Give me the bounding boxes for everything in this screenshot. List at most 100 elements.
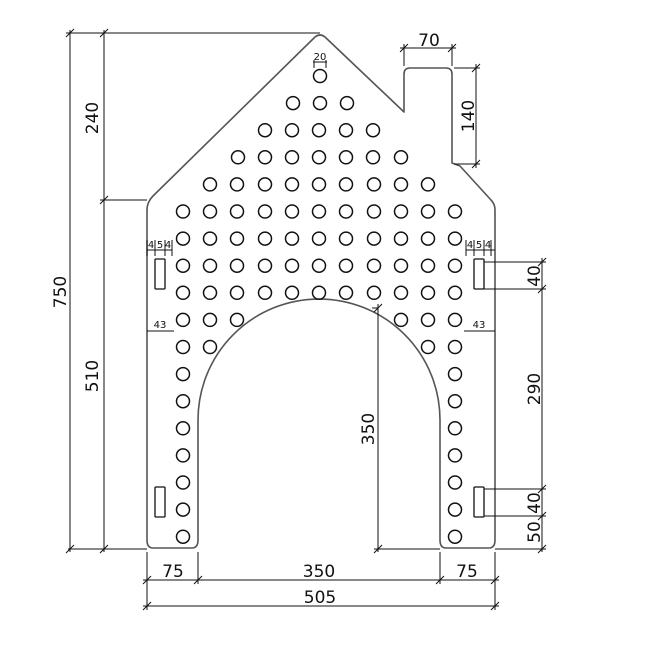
hole-grid xyxy=(175,68,463,544)
hole xyxy=(447,448,463,463)
hole xyxy=(393,285,409,301)
hole xyxy=(365,150,381,165)
hole xyxy=(393,150,409,165)
dim-slot-offset-right-b: 4 xyxy=(485,240,491,251)
hole xyxy=(257,204,273,219)
hole xyxy=(257,258,273,273)
dim-slot-spacing: 290 xyxy=(525,373,545,405)
hole xyxy=(285,95,301,111)
hole xyxy=(366,258,382,273)
hole xyxy=(366,204,382,219)
hole xyxy=(339,95,355,111)
hole xyxy=(420,231,436,246)
hole xyxy=(447,502,463,517)
hole xyxy=(447,258,463,273)
dim-top-hole-line xyxy=(313,60,327,68)
hole xyxy=(229,285,245,301)
hole xyxy=(366,231,382,246)
dim-slot-chain-line xyxy=(484,257,547,554)
hole xyxy=(257,285,273,301)
hole xyxy=(312,95,328,111)
slot-left-top xyxy=(154,258,166,290)
hole xyxy=(175,285,191,301)
hole xyxy=(257,122,273,138)
hole xyxy=(311,204,327,219)
panel-outline xyxy=(146,34,496,549)
hole xyxy=(257,150,273,165)
hole xyxy=(311,177,327,192)
dim-right-leg: 75 xyxy=(456,562,478,582)
hole xyxy=(338,150,354,165)
hole xyxy=(257,231,273,246)
hole xyxy=(447,231,463,246)
hole xyxy=(393,177,409,192)
hole xyxy=(447,312,463,328)
dim-slot-offset-left-line xyxy=(146,240,174,332)
dim-slot-gap-top: 40 xyxy=(525,265,545,287)
dim-arch-width: 350 xyxy=(303,562,335,582)
hole xyxy=(202,339,218,355)
hole xyxy=(175,502,191,517)
dim-total-height: 750 xyxy=(51,276,71,308)
hole xyxy=(229,177,245,192)
dim-slot-width-right: 5 xyxy=(476,240,482,251)
hole xyxy=(175,529,191,544)
hole xyxy=(284,231,300,246)
hole xyxy=(393,204,409,219)
hole xyxy=(311,258,327,273)
hole xyxy=(175,421,191,436)
hole xyxy=(284,204,300,219)
hole xyxy=(175,448,191,463)
hole xyxy=(229,231,245,246)
hole xyxy=(420,177,436,192)
hole xyxy=(175,312,191,328)
hole xyxy=(202,258,218,273)
hole xyxy=(202,231,218,246)
hole xyxy=(447,204,463,219)
hole xyxy=(229,312,245,328)
dim-total-width: 505 xyxy=(304,588,336,608)
hole xyxy=(311,285,327,301)
dim-chimney-width: 70 xyxy=(418,31,440,51)
dim-edge-offset-left: 43 xyxy=(154,320,167,331)
hole xyxy=(338,122,354,138)
hole xyxy=(420,258,436,273)
hole xyxy=(393,258,409,273)
dim-wall-height: 510 xyxy=(83,360,103,392)
dim-width-chain-line xyxy=(142,552,500,611)
hole xyxy=(175,393,191,409)
hole xyxy=(202,204,218,219)
hole xyxy=(175,475,191,490)
dim-top-hole: 20 xyxy=(314,52,327,63)
hole xyxy=(393,312,409,328)
dim-arch-height: 350 xyxy=(359,413,379,445)
hole xyxy=(284,122,300,138)
hole xyxy=(284,285,300,301)
hole xyxy=(175,339,191,355)
hole xyxy=(447,421,463,436)
hole xyxy=(447,475,463,490)
hole xyxy=(284,150,300,165)
hole xyxy=(338,258,354,273)
hole xyxy=(420,312,436,328)
hole xyxy=(447,339,463,355)
dim-slot-width-left: 5 xyxy=(157,240,163,251)
hole xyxy=(338,177,354,192)
hole xyxy=(447,529,463,544)
hole xyxy=(447,285,463,301)
hole xyxy=(420,339,436,355)
hole xyxy=(420,204,436,219)
hole xyxy=(393,231,409,246)
dim-chimney-width-line xyxy=(399,43,457,66)
hole xyxy=(175,258,191,273)
hole xyxy=(175,366,191,382)
hole xyxy=(447,393,463,409)
dim-bottom-offset: 50 xyxy=(525,521,545,543)
hole xyxy=(338,231,354,246)
dim-chimney-height: 140 xyxy=(459,100,479,132)
hole xyxy=(175,231,191,246)
hole xyxy=(202,312,218,328)
hole xyxy=(420,285,436,301)
dim-arch-height-line xyxy=(372,303,440,554)
